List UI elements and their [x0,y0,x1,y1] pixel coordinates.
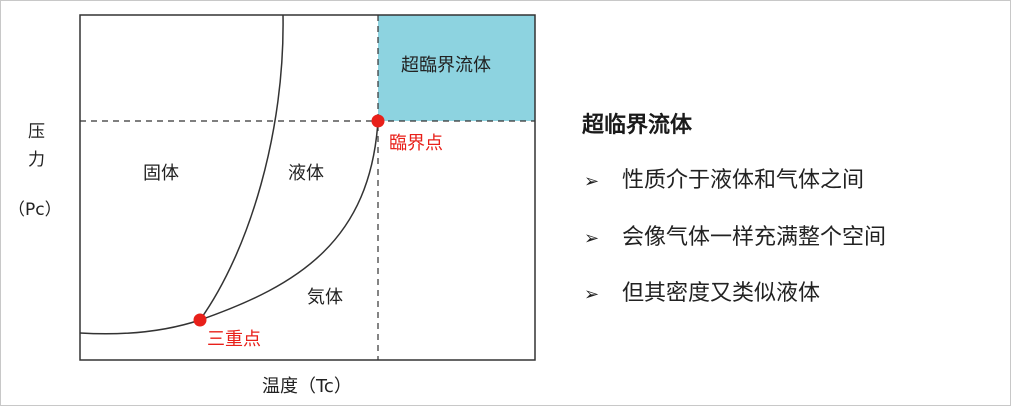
critical-point-label: 臨界点 [389,133,443,154]
bullet-text: 性质介于液体和气体之间 [622,168,865,193]
triple-point-label: 三重点 [207,329,261,350]
arrow-bullet-icon: ➢ [584,171,600,192]
arrow-bullet-icon: ➢ [584,284,600,305]
arrow-bullet-icon: ➢ [584,228,600,249]
bullet-item: ➢ 性质介于液体和气体之间 [584,170,864,192]
y-axis-label-line2: 力 [28,150,45,170]
bullet-item: ➢ 会像气体一样充满整个空间 [584,227,886,249]
y-axis-label-line3: （Pc） [8,200,62,220]
region-supercritical-label: 超臨界流体 [401,55,491,76]
triple-point-marker [193,313,207,327]
bullet-text: 但其密度又类似液体 [622,281,821,306]
plot-frame [79,14,536,361]
info-title: 超临界流体 [582,113,693,138]
critical-point-marker [371,114,385,128]
y-axis-label-line1: 压 [28,122,45,142]
region-solid-label: 固体 [143,163,179,184]
melting-curve [199,14,284,321]
region-liquid-label: 液体 [288,163,324,184]
bullet-item: ➢ 但其密度又类似液体 [584,283,820,305]
bullet-text: 会像气体一样充满整个空间 [622,225,887,250]
supercritical-region [378,15,535,121]
x-axis-label: 温度（Tc） [262,376,352,397]
region-gas-label: 気体 [307,287,343,308]
vaporization-curve [199,120,379,321]
sublimation-curve [79,319,201,335]
